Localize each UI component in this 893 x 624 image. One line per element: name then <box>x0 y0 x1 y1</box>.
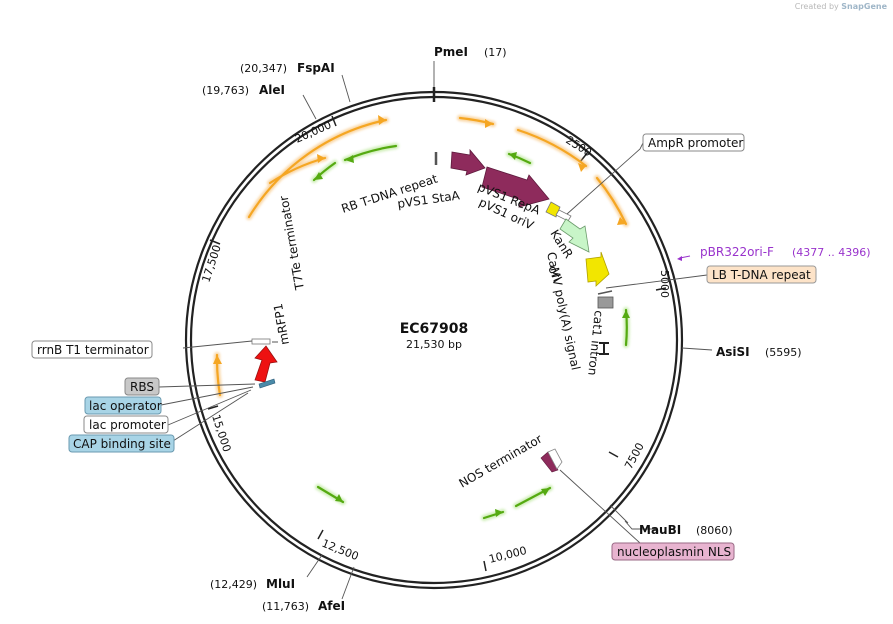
box-rrnb: rrnB T1 terminator <box>31 340 153 359</box>
green-features <box>311 143 630 521</box>
ori-arrow <box>585 251 610 287</box>
credit-prefix: Created by <box>794 2 839 11</box>
orange-features <box>213 115 629 398</box>
label-cat1: cat1 intron <box>585 310 606 376</box>
tick-label-12500: 12,500 <box>320 537 361 563</box>
snapgene-credit: Created by SnapGene <box>795 2 887 11</box>
plasmid-size: 21,530 bp <box>406 338 462 351</box>
site-fspai-name: FspAI <box>297 61 335 75</box>
site-pmei-name: PmeI <box>434 45 468 59</box>
tick-label-15000: 15,000 <box>209 413 233 454</box>
primer-pbr322ori-f: pBR322ori-F (4377 .. 4396) <box>677 245 871 261</box>
site-alei: (19,763) AleI <box>202 83 285 97</box>
label-t7te: T7Te terminator <box>277 195 308 292</box>
box-cap-text: CAP binding site <box>73 437 171 451</box>
label-nos: NOS terminator <box>457 432 545 491</box>
site-leaders <box>158 61 713 600</box>
primer-name: pBR322ori-F <box>700 245 774 259</box>
label-ori: ori <box>545 264 564 284</box>
pvs1-staa-arrow <box>450 148 486 176</box>
site-maubi: MauBI (8060) <box>639 523 733 537</box>
rrnb-terminator-mark <box>251 338 278 345</box>
box-ampr-promoter: AmpR promoter <box>642 133 745 152</box>
site-alei-name: AleI <box>259 83 285 97</box>
box-rbs: RBS <box>124 377 160 396</box>
label-mrfp1: mRFP1 <box>271 302 292 346</box>
site-asisi-pos: (5595) <box>765 346 802 359</box>
box-rrnb-text: rrnB T1 terminator <box>37 343 149 357</box>
tick-label-5000: 5000 <box>658 270 671 298</box>
box-ampr-promoter-text: AmpR promoter <box>648 136 743 150</box>
box-lac-operator-text: lac operator <box>89 399 162 413</box>
plasmid-name: EC67908 <box>400 321 469 337</box>
site-mlui-name: MluI <box>266 577 295 591</box>
box-lac-promoter-text: lac promoter <box>89 418 166 432</box>
site-afei-name: AfeI <box>318 599 345 613</box>
site-fspai-pos: (20,347) <box>240 62 287 75</box>
site-afei-pos: (11,763) <box>262 600 309 613</box>
site-afei: (11,763) AfeI <box>262 599 345 613</box>
camv-polya-mark <box>597 290 614 309</box>
label-camv: CaMV poly(A) signal <box>544 251 583 372</box>
site-pmei: PmeI (17) <box>434 45 507 59</box>
site-pmei-pos: (17) <box>484 46 507 59</box>
primer-range: (4377 .. 4396) <box>792 246 871 259</box>
box-lac-operator: lac operator <box>84 396 162 415</box>
box-npls-text: nucleoplasmin NLS <box>617 545 731 559</box>
site-fspai: (20,347) FspAI <box>240 61 335 75</box>
site-maubi-name: MauBI <box>639 523 681 537</box>
tick-label-10000: 10,000 <box>488 544 529 566</box>
site-asisi-name: AsiSI <box>716 345 750 359</box>
box-lb-tdna-text: LB T-DNA repeat <box>712 268 811 282</box>
site-asisi: AsiSI (5595) <box>716 345 802 359</box>
box-lb-tdna: LB T-DNA repeat <box>706 265 817 284</box>
box-npls: nucleoplasmin NLS <box>611 542 735 561</box>
pvs1-oriv-mark <box>545 201 572 222</box>
tick-label-7500: 7500 <box>622 441 647 472</box>
box-lac-promoter: lac promoter <box>83 415 169 434</box>
nos-terminator-mark <box>540 448 563 473</box>
site-mlui-pos: (12,429) <box>210 578 257 591</box>
site-alei-pos: (19,763) <box>202 84 249 97</box>
pvs1-repa-arrow <box>481 166 550 208</box>
cat1-intron-mark <box>599 342 609 355</box>
site-maubi-pos: (8060) <box>696 524 733 537</box>
mrfp1-arrow <box>254 345 278 389</box>
box-cap: CAP binding site <box>68 434 175 453</box>
site-mlui: (12,429) MluI <box>210 577 295 591</box>
snapgene-logo: SnapGene <box>841 2 887 11</box>
kanr-arrow <box>559 218 590 253</box>
box-rbs-text: RBS <box>130 380 154 394</box>
